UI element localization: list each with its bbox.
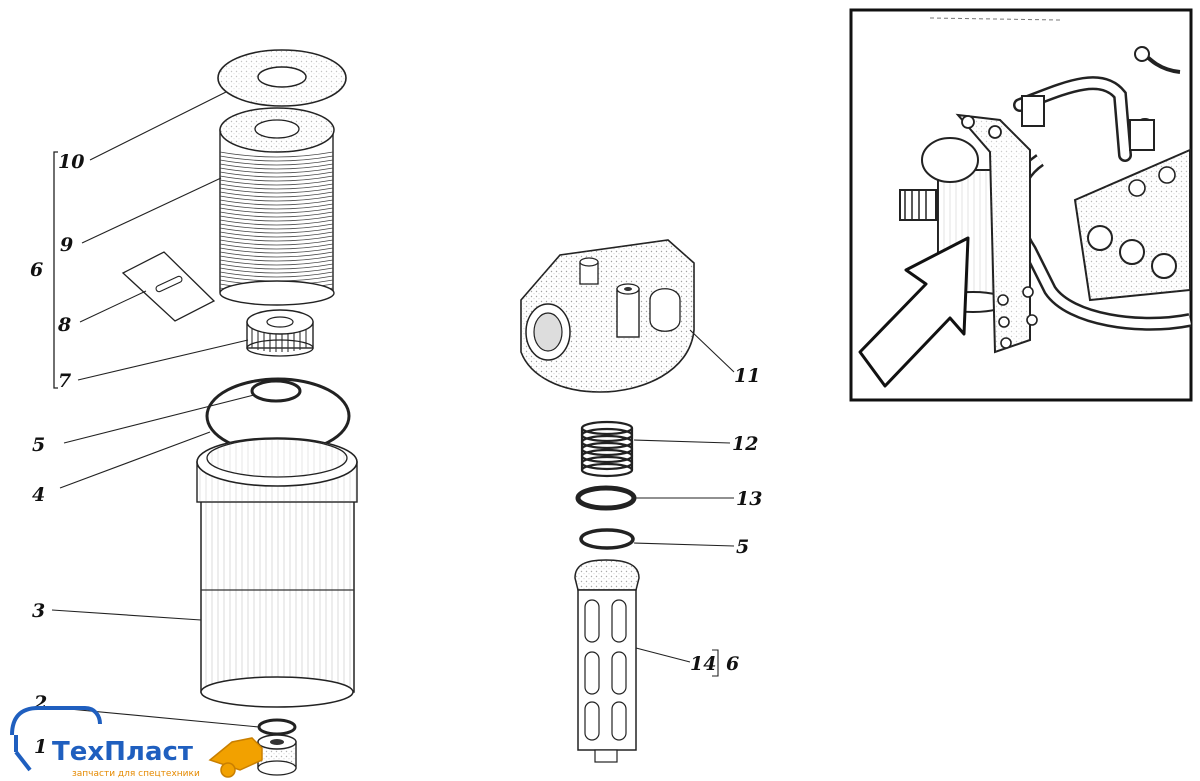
logo-techplast: ТехПласт запчасти для спецтехники xyxy=(10,706,263,779)
callout-13: 13 xyxy=(736,488,762,510)
callout-labels: 10 9 6 8 7 5 4 3 2 1 11 12 13 5 14 6 xyxy=(30,151,762,758)
logo-subtitle: запчасти для спецтехники xyxy=(72,769,200,779)
part-14-strainer xyxy=(574,559,640,763)
part-11-filter-head xyxy=(520,239,695,393)
logo-title-part2: Пласт xyxy=(104,737,193,767)
callout-12: 12 xyxy=(732,433,758,455)
part-1-plug xyxy=(257,734,297,776)
leader-lines-left xyxy=(47,91,260,728)
callout-3: 3 xyxy=(32,600,45,622)
callout-14: 14 xyxy=(690,653,716,675)
part-9-filter-element xyxy=(219,107,335,306)
location-arrow xyxy=(858,236,970,388)
callout-4: 4 xyxy=(32,484,45,506)
part-5-ring-lower xyxy=(579,528,635,550)
callout-14-group-6: 6 xyxy=(726,653,739,675)
callout-5-center: 5 xyxy=(736,536,749,558)
part-3-housing xyxy=(196,437,358,708)
leader-lines-center xyxy=(633,329,735,677)
part-7-nut xyxy=(246,309,314,357)
callout-11: 11 xyxy=(734,365,760,387)
part-12-spring xyxy=(580,420,634,478)
part-5-ring-upper xyxy=(250,379,302,403)
svg-text:ТехПласт: ТехПласт xyxy=(52,737,193,767)
callout-8: 8 xyxy=(57,314,71,336)
part-6-bracket xyxy=(53,151,58,389)
callout-6: 6 xyxy=(30,259,43,281)
part-2-washer xyxy=(257,718,297,736)
callout-7: 7 xyxy=(58,370,71,392)
inset-engine-location xyxy=(849,8,1193,402)
logo-title-part1: Тех xyxy=(52,737,104,767)
callout-1: 1 xyxy=(34,736,47,758)
callout-2: 2 xyxy=(33,692,47,714)
part-13-washer xyxy=(575,485,637,511)
callout-5-left: 5 xyxy=(32,434,45,456)
part-8-tag-plate xyxy=(121,251,216,322)
part-10-gasket xyxy=(217,49,347,107)
callout-9: 9 xyxy=(60,234,73,256)
callout-10: 10 xyxy=(58,151,84,173)
